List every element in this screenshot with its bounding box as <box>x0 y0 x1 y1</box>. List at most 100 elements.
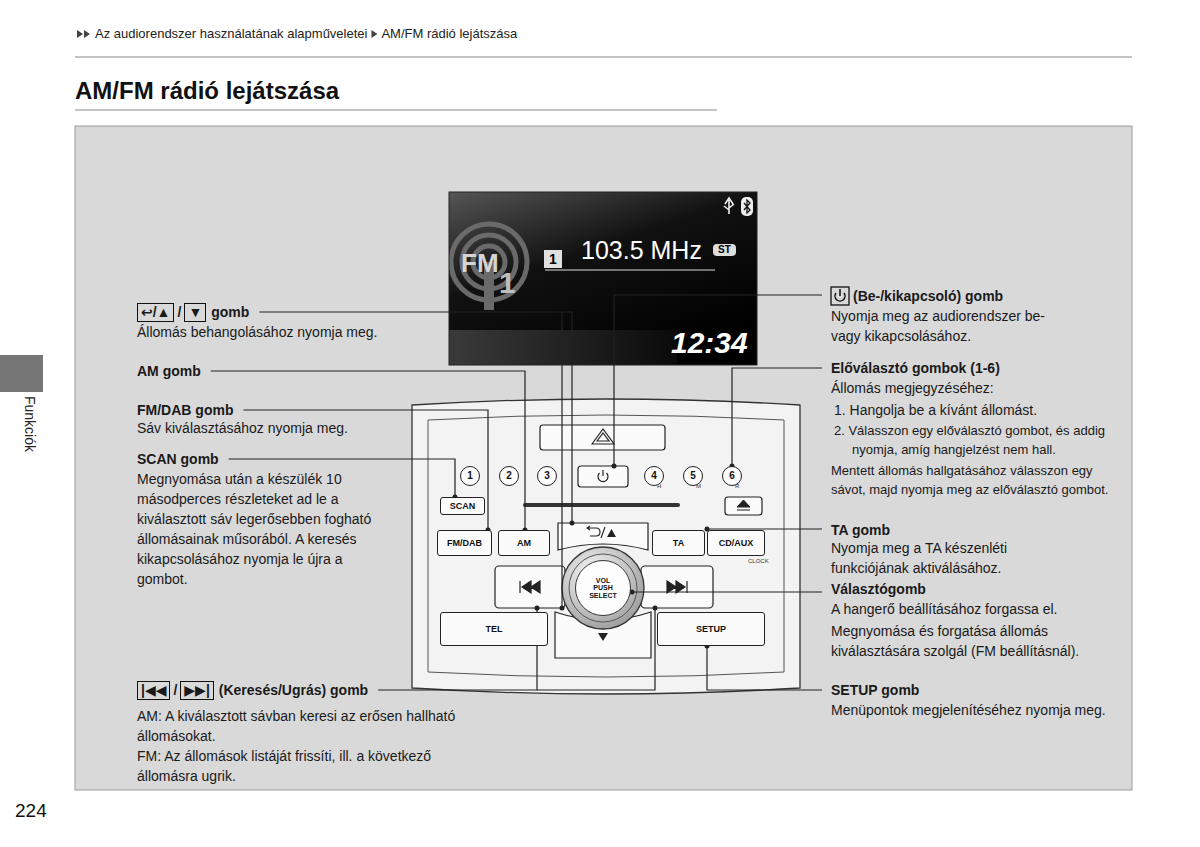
button-icon: |◀◀ <box>137 681 170 700</box>
up-symbol <box>607 529 616 537</box>
callout-title: SCAN gomb <box>137 449 219 469</box>
scan-button: SCAN <box>440 497 485 515</box>
callout-text: A hangerő beállításához forgassa el. <box>831 599 1131 619</box>
callout-title: (Be-/kikapcsoló) gomb <box>853 286 1003 306</box>
power-symbol <box>835 289 845 301</box>
callout-text: Nyomja meg a TA készenléti funkciójának … <box>831 538 1046 578</box>
leader-line <box>561 312 562 608</box>
callout-title: SETUP gomb <box>831 680 919 700</box>
button-label: FM/DAB <box>447 539 482 548</box>
display-text: 12:34 <box>671 328 748 358</box>
leader-line <box>632 591 822 592</box>
cd-slot <box>523 503 680 507</box>
button-mark: M <box>696 483 701 490</box>
callout-title: FM/DAB gomb <box>137 400 233 420</box>
down-symbol <box>598 633 608 641</box>
seek-down-button <box>495 566 565 608</box>
tuner-line <box>545 270 715 271</box>
callout-text: Nyomja meg az audiorendszer be- vagy kik… <box>831 306 1071 346</box>
display-text: FM <box>461 250 499 276</box>
button-mark: CLOCK <box>748 558 769 565</box>
display-screen <box>449 192 757 365</box>
callout-text: Megnyomása után a készülék 10 másodperce… <box>137 469 387 589</box>
knob-cap: VOL PUSH SELECT <box>575 560 631 616</box>
back-symbol <box>587 526 605 538</box>
power-symbol <box>598 470 608 482</box>
button-label: 6 <box>729 471 735 481</box>
band-button: AM <box>498 530 550 556</box>
button-label: SETUP <box>696 625 726 634</box>
hazard-button <box>540 425 665 450</box>
leader-dot <box>653 606 658 611</box>
selector-knob <box>562 547 644 629</box>
eject-symbol <box>737 500 750 510</box>
button-label: 5 <box>690 471 696 481</box>
leader-line <box>537 608 655 690</box>
callout-text: Állomás behangolásához nyomja meg. <box>137 322 437 342</box>
callout-title: Előválasztó gombok (1-6) <box>831 358 1000 378</box>
bluetooth-rune <box>744 200 750 213</box>
button-mark: R <box>735 483 739 490</box>
hazard-symbol <box>592 429 614 444</box>
callout-text: Menüpontok megjelenítéséhez nyomja meg. <box>831 700 1116 720</box>
button-mark: H <box>657 483 661 490</box>
screen-frame <box>449 192 757 365</box>
preset-button: 3 <box>537 466 557 486</box>
setup-button: SETUP <box>657 612 765 646</box>
callout-title: TA gomb <box>831 520 890 540</box>
callout-title: (Keresés/Ugrás) gomb <box>219 680 368 700</box>
display-text: 103.5 MHz <box>581 238 702 263</box>
title-rule <box>75 110 717 111</box>
page-title: AM/FM rádió lejátszása <box>75 76 339 106</box>
button-icon: ↩/▲ <box>137 303 174 322</box>
preset-button: 2 <box>499 466 519 486</box>
callout-title: Választógomb <box>831 579 926 599</box>
leader-dot <box>560 606 565 611</box>
page-number: 224 <box>15 800 47 822</box>
bluetooth-icon <box>741 197 753 216</box>
breadcrumb: Az audiorendszer használatának alapművel… <box>95 26 367 42</box>
callout-title: AM gomb <box>137 361 201 381</box>
button-label: 2 <box>506 471 512 481</box>
breadcrumb-arrow <box>371 30 377 38</box>
back-up-button <box>558 523 648 550</box>
status-bar <box>449 330 677 365</box>
display-text: 1 <box>499 268 516 298</box>
seek-up-button <box>641 566 713 608</box>
breadcrumb: AM/FM rádió lejátszása <box>381 26 517 42</box>
callout-text: Sáv kiválasztásához nyomja meg. <box>137 418 437 438</box>
seek-forward-symbol <box>667 581 687 593</box>
button-icon <box>831 287 849 305</box>
tel-button: TEL <box>440 612 548 646</box>
button-label: 1 <box>467 471 473 481</box>
faceplate-inset <box>428 415 784 677</box>
source-button: CD/AUX <box>707 530 765 556</box>
step-text: 1. Hangolja be a kívánt állomást. <box>834 400 1142 420</box>
callout-note: Mentett állomás hallgatásához válasszon … <box>831 461 1121 499</box>
header-rule <box>75 57 1132 58</box>
leader-line <box>707 646 822 690</box>
button-label: 3 <box>544 471 550 481</box>
button-label: VOL PUSH SELECT <box>586 577 620 599</box>
ta-button: TA <box>652 530 705 556</box>
leader-dot <box>570 521 575 526</box>
knob-ring <box>569 554 637 622</box>
callout-text: AM: A kiválasztott sávban keresi az erős… <box>137 706 482 746</box>
callout-title: gomb <box>211 302 249 322</box>
usb-icon <box>724 198 734 214</box>
separator: / <box>173 680 177 700</box>
step-text: 2. Válasszon egy előválasztó gombot, és … <box>834 421 1142 459</box>
display-text: 1 <box>544 250 562 268</box>
button-label: CD/AUX <box>719 539 754 548</box>
button-label: TA <box>673 539 684 548</box>
button-label: SCAN <box>450 502 476 511</box>
eject-button <box>725 497 762 515</box>
button-label: 4 <box>651 471 657 481</box>
faceplate <box>412 399 800 694</box>
callout-text: Megnyomása és forgatása állomás kiválasz… <box>831 621 1116 661</box>
leader-dot <box>535 606 540 611</box>
button-icon: ▼ <box>184 303 206 322</box>
preset-button: 1 <box>460 466 480 486</box>
separator: / <box>177 302 181 322</box>
band-button: FM/DAB <box>437 530 492 556</box>
